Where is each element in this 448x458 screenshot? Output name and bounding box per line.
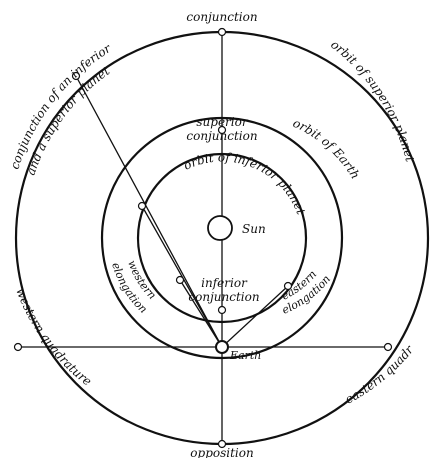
label-conjunction: conjunction (186, 10, 257, 24)
label-opposition: opposition (190, 446, 253, 458)
point-conjunction (217, 27, 227, 37)
sun-symbol (207, 215, 233, 241)
label-sun: Sun (242, 222, 266, 236)
point-western-quadrature (13, 342, 23, 352)
label-superior-conjunction-2: conjunction (186, 129, 257, 143)
point-eastern-elongation (283, 281, 293, 291)
point-western-elongation (175, 275, 185, 285)
line-eastern-elongation (221, 285, 289, 348)
point-opposition (217, 439, 227, 449)
label-earth: Earth (229, 349, 261, 362)
label-western-quadrature: western quadrature (13, 286, 94, 389)
label-inferior-conjunction-1: inferior (201, 276, 248, 290)
point-conj-superior (71, 71, 81, 81)
point-conj-inferior (137, 201, 147, 211)
point-inferior-conjunction (217, 305, 227, 315)
label-orbit-superior-planet: orbit of superior planet (328, 37, 417, 163)
earth-symbol (215, 340, 229, 354)
label-orbit-inferior-planet: orbit of inferior planet (181, 150, 308, 216)
line-conj-inferior-superior (75, 75, 223, 348)
point-eastern-quadrature (383, 342, 393, 352)
label-superior-conjunction-1: superior (196, 115, 248, 129)
label-inferior-conjunction-2: conjunction (188, 290, 259, 304)
point-superior-conjunction (217, 125, 227, 135)
